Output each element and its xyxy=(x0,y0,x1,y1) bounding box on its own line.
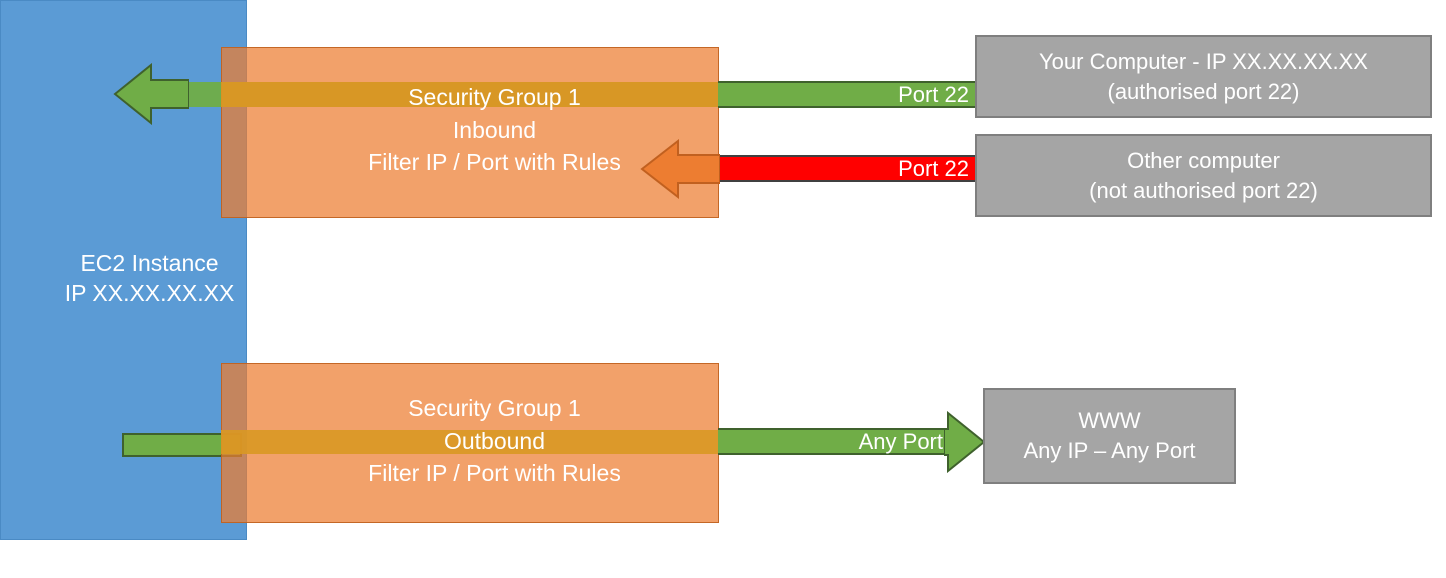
inbound-blocked-port-label: Port 22 xyxy=(898,155,969,181)
your-computer-line2: (authorised port 22) xyxy=(1107,78,1300,104)
other-computer-line2: (not authorised port 22) xyxy=(1089,177,1318,203)
security-group-inbound-box xyxy=(221,47,719,218)
outbound-allowed-port-bar: Any Port xyxy=(718,428,949,455)
inbound-blocked-port-bar: Port 22 xyxy=(718,155,975,182)
outbound-allowed-port-label: Any Port xyxy=(858,428,943,454)
endpoint-your-computer-box: Your Computer - IP XX.XX.XX.XX (authoris… xyxy=(975,35,1432,118)
endpoint-other-computer-box: Other computer (not authorised port 22) xyxy=(975,134,1432,217)
inbound-blocked-arrowhead-icon xyxy=(640,139,720,199)
outbound-allowed-arrowhead-icon xyxy=(944,411,986,473)
outbound-arrow-over-sg xyxy=(221,430,725,454)
www-line2: Any IP – Any Port xyxy=(1023,438,1196,463)
your-computer-line1: Your Computer - IP XX.XX.XX.XX xyxy=(1039,48,1368,74)
inbound-allowed-arrowhead-icon xyxy=(113,63,189,125)
www-line1: WWW xyxy=(1078,408,1141,434)
endpoint-www-box: WWW Any IP – Any Port xyxy=(983,388,1236,484)
inbound-allowed-port-bar: Port 22 xyxy=(718,81,975,108)
inbound-allowed-arrow-over-sg xyxy=(221,82,725,107)
other-computer-line1: Other computer xyxy=(1127,147,1280,173)
inbound-allowed-port-label: Port 22 xyxy=(898,81,969,107)
